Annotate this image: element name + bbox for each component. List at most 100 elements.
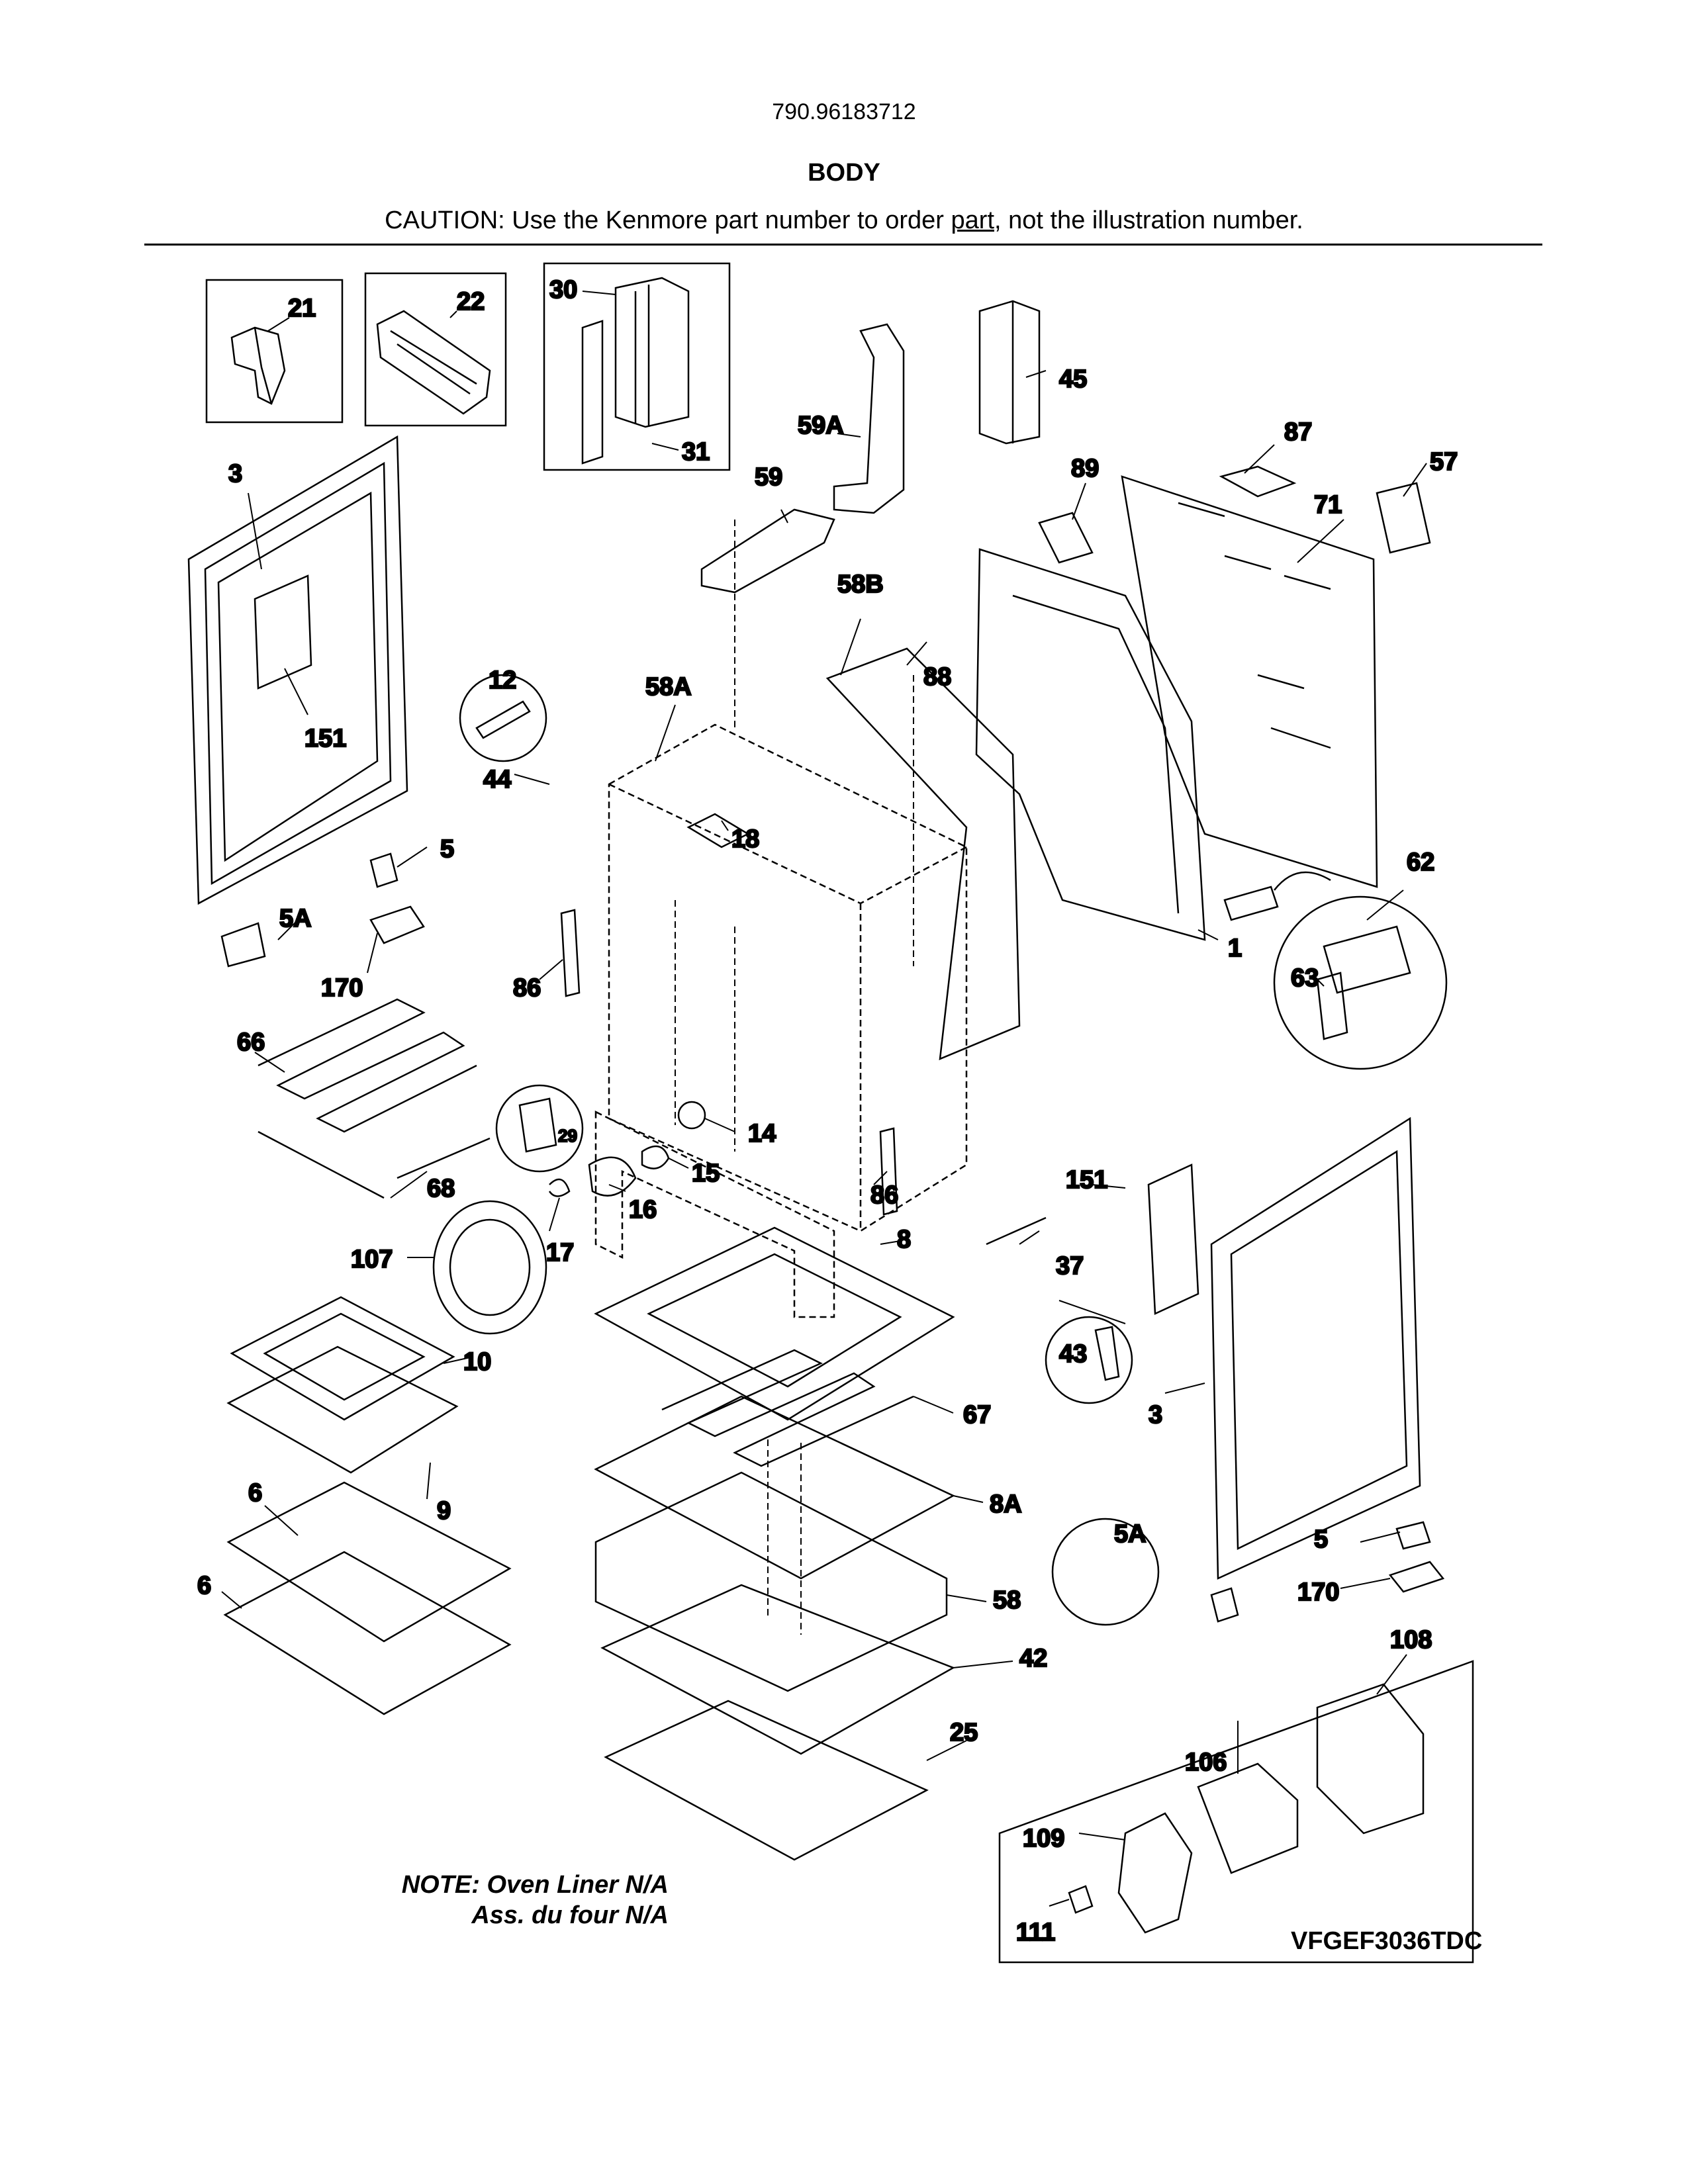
part-45-duct	[978, 300, 1041, 445]
part-86-right-support	[879, 1127, 898, 1216]
callout-151-left: 151	[305, 725, 346, 752]
part-21-clip	[230, 326, 286, 405]
part-111-nut	[1068, 1885, 1094, 1914]
callout-5a-left: 5A	[279, 905, 312, 933]
part-62-block-small	[1223, 886, 1279, 921]
part-17-clip	[548, 1178, 571, 1197]
callout-59: 59	[755, 463, 782, 491]
callout-6-lower: 6	[197, 1572, 211, 1600]
callout-5-right: 5	[1314, 1525, 1328, 1553]
exploded-parts-diagram: 21 22 30 31 45 59A 59 3 151 87 57 89 71 …	[187, 262, 1474, 1964]
part-link[interactable]: part	[951, 206, 994, 234]
part-1-back-panel	[975, 548, 1206, 941]
callout-71: 71	[1314, 491, 1342, 519]
callout-15: 15	[692, 1160, 720, 1187]
caution-suffix: , not the illustration number.	[994, 206, 1303, 234]
callout-8: 8	[897, 1226, 911, 1253]
callout-22: 22	[457, 288, 485, 316]
callout-30: 30	[549, 276, 577, 304]
part-66-broil-element	[258, 998, 477, 1133]
inset-box-30-31	[543, 262, 731, 471]
part-107-fan-cover	[432, 1200, 547, 1335]
part-86-left-support	[560, 909, 581, 997]
callout-89: 89	[1071, 455, 1099, 482]
part-3-right-side-panel	[1210, 1116, 1421, 1580]
callout-58b: 58B	[837, 570, 884, 598]
inset-box-21	[205, 279, 344, 424]
callout-3-left: 3	[228, 460, 242, 488]
callout-44-upper: 44	[483, 766, 511, 794]
part-151-right-bracket	[1147, 1163, 1199, 1315]
callout-6-upper: 6	[248, 1479, 262, 1507]
part-63-bracket	[1316, 972, 1348, 1040]
callout-10: 10	[463, 1348, 491, 1376]
note-line-2: Ass. du four N/A	[471, 1901, 669, 1929]
callout-67: 67	[963, 1401, 991, 1429]
callout-88: 88	[923, 663, 951, 691]
part-5a-detail-circle	[1051, 1518, 1160, 1626]
callout-151-right: 151	[1066, 1166, 1107, 1194]
callout-3-right: 3	[1149, 1401, 1162, 1429]
callout-31: 31	[682, 438, 710, 466]
part-58b-insulation	[825, 647, 1021, 1060]
part-170-left-bracket	[369, 905, 425, 944]
caution-text: CAUTION: Use the Kenmore part number to …	[0, 206, 1688, 235]
part-5a-left-leg	[220, 922, 266, 968]
callout-42: 42	[1019, 1645, 1047, 1672]
callout-106: 106	[1185, 1749, 1227, 1776]
callout-170-left: 170	[321, 974, 363, 1002]
part-42-panel	[600, 1584, 955, 1755]
callout-14: 14	[748, 1120, 776, 1148]
callout-86-right: 86	[870, 1181, 898, 1209]
callout-45: 45	[1059, 365, 1087, 393]
part-57-vent	[1376, 482, 1431, 554]
callout-62: 62	[1407, 848, 1434, 876]
part-6-lower-rack	[223, 1551, 512, 1715]
part-43-detail-circle	[1045, 1316, 1133, 1404]
part-29-switch	[518, 1097, 557, 1153]
part-87-plate	[1219, 465, 1297, 498]
callout-66: 66	[237, 1028, 265, 1056]
part-8-oven-bottom	[594, 1226, 955, 1421]
callout-37: 37	[1056, 1252, 1084, 1280]
callout-63: 63	[1291, 964, 1319, 992]
callout-86-left: 86	[513, 974, 541, 1002]
inset-box-22	[364, 272, 507, 427]
callout-109: 109	[1023, 1825, 1064, 1852]
callout-8a: 8A	[990, 1490, 1022, 1518]
part-59a-channel	[833, 323, 905, 514]
part-14-socket	[677, 1101, 706, 1130]
part-8a-frame	[594, 1395, 955, 1580]
part-31-strip	[581, 320, 604, 465]
callout-9: 9	[437, 1497, 451, 1525]
part-62-terminal-block	[1323, 925, 1411, 994]
part-9-broil-pan	[226, 1345, 459, 1474]
part-18-clip	[686, 813, 750, 848]
part-29-detail-circle	[495, 1084, 584, 1173]
part-43-screw	[1094, 1326, 1120, 1381]
callout-25: 25	[950, 1719, 978, 1747]
part-5-left-leveler	[369, 852, 399, 888]
model-number: 790.96183712	[772, 99, 916, 124]
callout-29: 29	[558, 1126, 577, 1146]
callout-12: 12	[489, 666, 516, 694]
part-3-left-side-panel	[187, 435, 408, 905]
header-divider	[144, 244, 1542, 246]
part-15-bulb	[641, 1145, 670, 1169]
fan-assembly-inset-box	[998, 1660, 1474, 1964]
callout-57: 57	[1430, 448, 1458, 476]
part-67-bake-element	[661, 1349, 914, 1467]
callout-16: 16	[629, 1196, 657, 1224]
part-109-fan-blade	[1117, 1812, 1193, 1934]
part-5a-right-leg	[1210, 1587, 1239, 1623]
diagram-code: VFGEF3036TDC	[1291, 1927, 1483, 1955]
callout-107: 107	[351, 1246, 393, 1273]
part-107-fan-grille	[449, 1218, 531, 1316]
callout-17: 17	[546, 1239, 574, 1267]
arrow-62	[1274, 871, 1331, 891]
callout-1: 1	[1228, 934, 1242, 962]
part-59-channel	[700, 508, 835, 594]
callout-18: 18	[731, 825, 759, 853]
part-68-wire	[258, 1130, 491, 1199]
note-line-1: NOTE: Oven Liner N/A	[401, 1871, 669, 1899]
